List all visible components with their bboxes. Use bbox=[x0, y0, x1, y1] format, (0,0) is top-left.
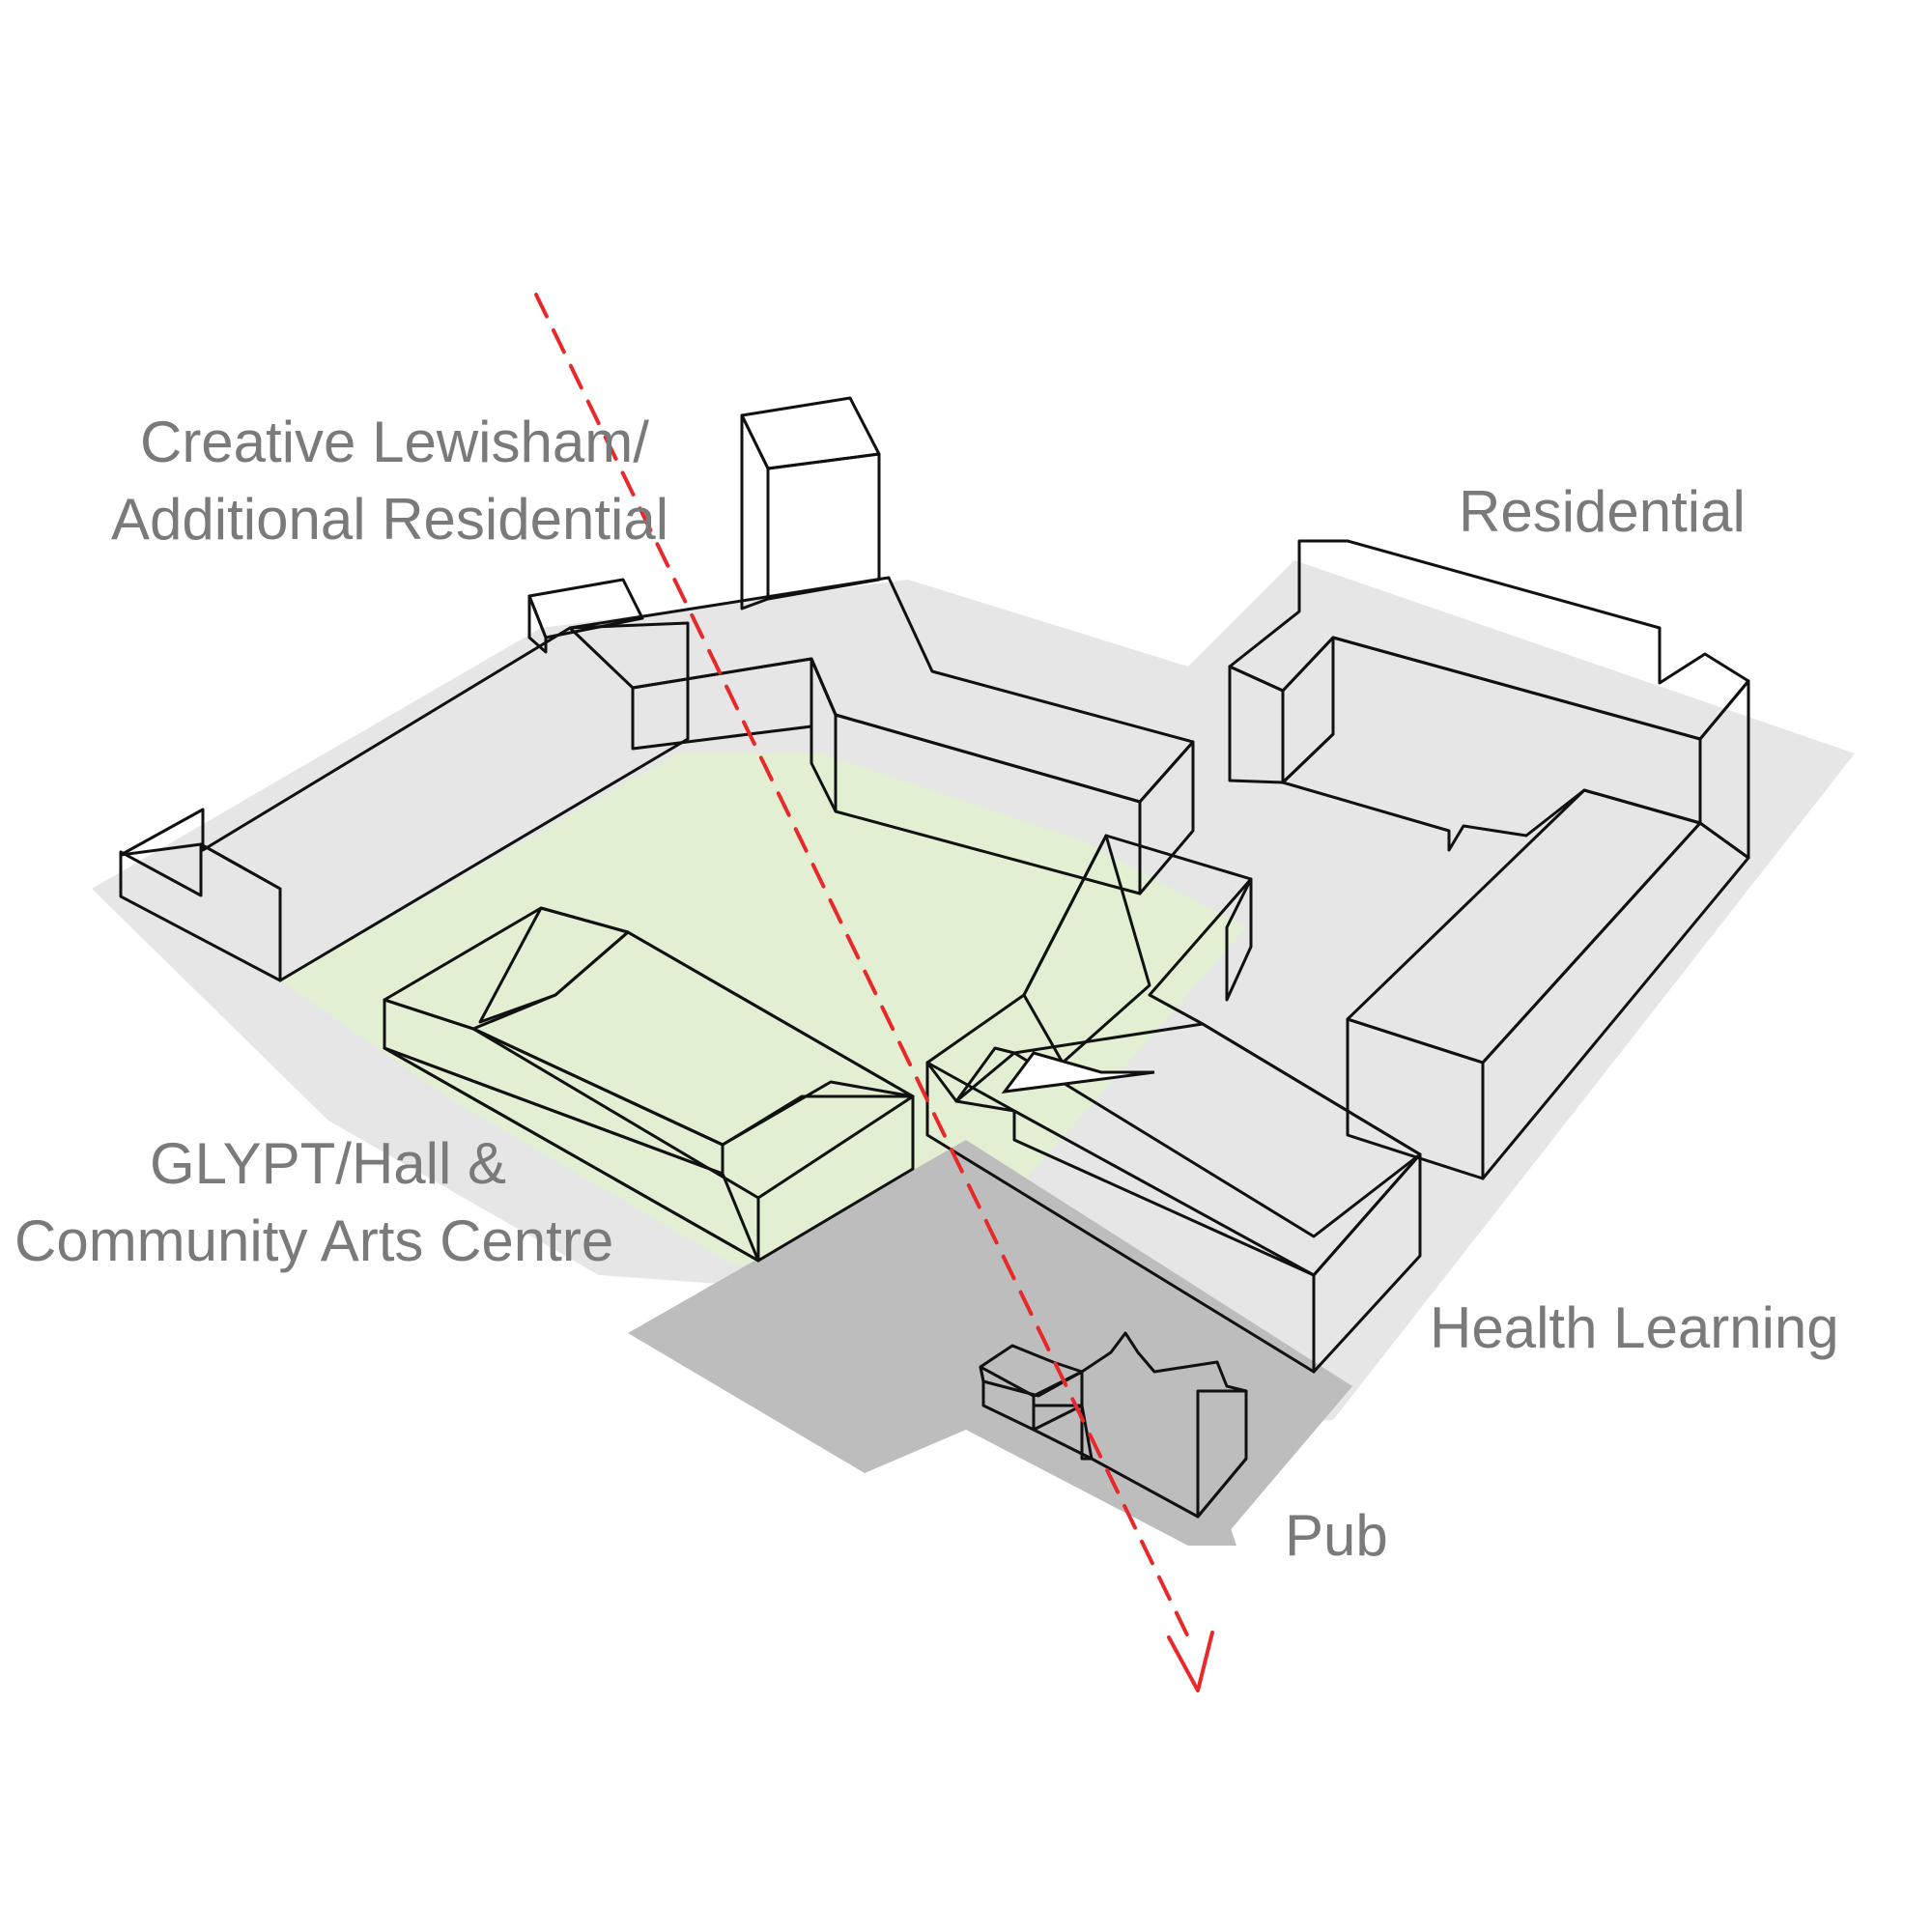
label-glypt-line1: GLYPT/Hall & bbox=[150, 1131, 506, 1196]
creative-lewisham-block bbox=[119, 396, 1195, 982]
glypt-hall-block bbox=[383, 906, 915, 1263]
label-glypt-line2: Community Arts Centre bbox=[14, 1208, 613, 1273]
label-creative-lewisham-line2: Additional Residential bbox=[111, 487, 668, 552]
label-residential: Residential bbox=[1459, 479, 1746, 544]
atrium-void bbox=[1001, 1051, 1155, 1094]
health-learning-block bbox=[925, 834, 1422, 1374]
label-health-learning: Health Learning bbox=[1430, 1295, 1839, 1360]
label-pub: Pub bbox=[1285, 1503, 1388, 1568]
label-creative-lewisham-line1: Creative Lewisham/ bbox=[140, 410, 649, 474]
ground-shadow bbox=[628, 1140, 1352, 1546]
residential-block bbox=[1228, 539, 1750, 1180]
pedestrian-route-arrow bbox=[534, 293, 1214, 1692]
